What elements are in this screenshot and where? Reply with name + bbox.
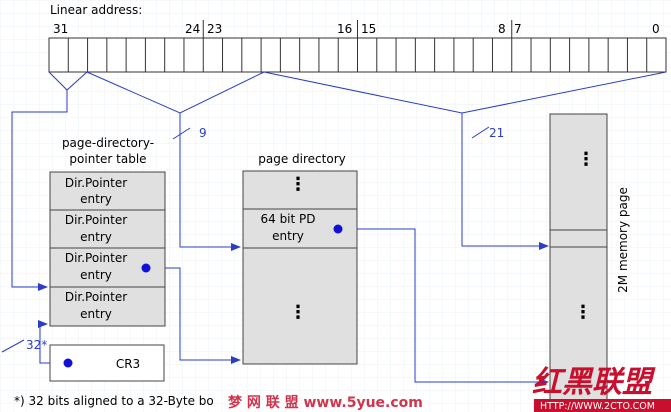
width-ticks [1,126,490,353]
pdpt-entry-label: Dir.Pointer [65,251,127,265]
pd-to-page-line [338,228,549,386]
offset-line [461,113,549,250]
memory-page: ⋮ ⋮ 2M memory page [549,113,630,410]
cr3-pointer-dot [63,358,73,368]
pdpt-title-line2: pointer table [69,152,146,166]
pdpt-index-line [11,90,68,291]
memory-page-bottom-ellipsis: ⋮ [574,302,592,323]
page-directory-entry-line1: 64 bit PD [260,212,315,226]
page-directory-table: ⋮ 64 bit PD entry ⋮ [242,170,358,365]
bit-label-24: 24 [185,22,200,36]
bit-label-16: 16 [337,22,352,36]
pd-width-tick [172,127,191,140]
pd-index-line [179,113,241,251]
pdpt-entry: Dir.Pointer entry [65,176,127,206]
offset-width-tick [471,126,490,139]
offset-width: 21 [489,126,504,140]
pdpt-entry-label: entry [80,268,112,282]
bit-label-8: 8 [498,22,506,36]
pdpt-entry-label: entry [80,307,112,321]
pdpt-entry-label: entry [80,192,112,206]
page-directory-title: page directory [258,152,345,166]
cr3-label: CR3 [116,357,140,371]
bit-label-31: 31 [53,22,68,36]
pdpt-title-line1: page-directory- [62,136,154,150]
linear-address-register [48,20,667,73]
watermark-brand: 红黑联盟 [532,365,656,400]
pdpt-entry-label: Dir.Pointer [65,290,127,304]
page-directory-frame [242,170,358,365]
memory-page-frame [549,113,608,410]
cr3-width-tick [1,339,25,353]
watermark-url-bar [534,399,671,412]
pd-index-width: 9 [199,126,207,140]
memory-page-label: 2M memory page [616,187,630,293]
bit-label-7: 7 [514,22,522,36]
pd-entry-pointer-dot [333,224,343,234]
bit-labels: 31 24 23 16 15 8 7 0 [53,22,660,36]
pdpt-entry-label: entry [80,230,112,244]
linear-address-title: Linear address: [50,3,142,17]
pdpt-table: Dir.Pointer entry Dir.Pointer entry Dir.… [49,171,166,327]
page-directory-top-ellipsis: ⋮ [289,174,307,195]
pdpt-entry: Dir.Pointer entry [65,213,127,244]
pdpt-entry-label: Dir.Pointer [65,176,127,190]
pdpt-entry: Dir.Pointer entry [65,290,127,321]
watermark-url: HTTP://WWW.2CTO.COM [540,401,655,412]
pdpt-index-width: 32* [26,338,47,352]
page-directory-entry-line2: entry [272,229,304,243]
bit-label-15: 15 [361,22,376,36]
bit-label-0: 0 [652,22,660,36]
page-directory-bottom-ellipsis: ⋮ [289,302,307,323]
pdpt-entry-selected: Dir.Pointer entry [65,251,151,282]
pdpt-table-frame [49,171,166,327]
bit-label-23: 23 [207,22,222,36]
memory-page-top-ellipsis: ⋮ [577,149,595,170]
footnote: *) 32 bits aligned to a 32-Byte bo [14,394,214,408]
watermark-overlay: 梦 网 联 盟 www.5yue.com [228,394,423,411]
cr3-register: CR3 [49,344,165,382]
pdpt-entry-pointer-dot [141,263,151,273]
pdpt-entry-label: Dir.Pointer [65,213,127,227]
